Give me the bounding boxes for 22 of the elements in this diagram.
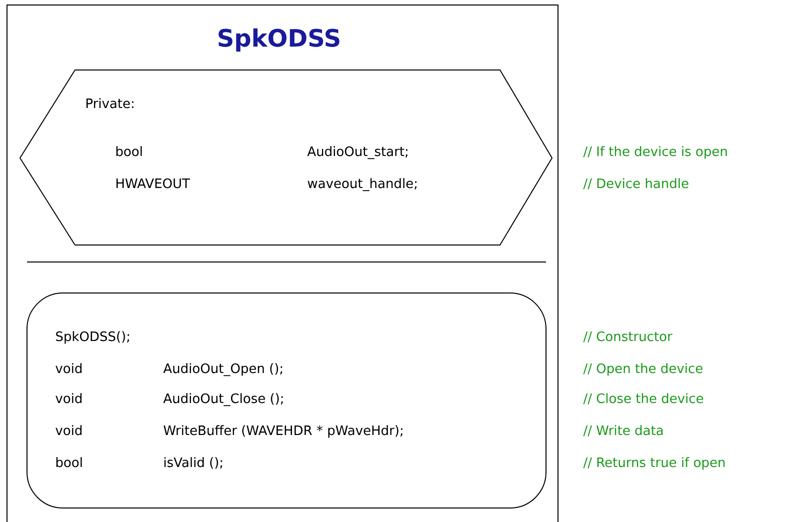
code-text: waveout_handle;: [308, 178, 416, 192]
code-text: AudioOut_start;: [307, 146, 408, 160]
code-text: HWAVEOUT: [116, 178, 190, 188]
code-comment: // Constructor: [583, 331, 672, 342]
code-comment: // Device handle: [583, 178, 688, 190]
code-text: void: [56, 393, 82, 404]
code-text: void: [56, 363, 82, 374]
code-text: Private:: [86, 98, 134, 108]
methods-box: [26, 292, 546, 508]
code-text: SpkODSS();: [56, 331, 129, 344]
code-comment: // Close the device: [583, 393, 704, 404]
code-comment: // Write data: [583, 425, 663, 436]
code-text: bool: [116, 146, 142, 156]
code-text: void: [56, 425, 82, 436]
code-comment: // If the device is open: [583, 146, 727, 159]
code-text: WriteBuffer (WAVEHDR * pWaveHdr);: [164, 425, 402, 438]
code-text: AudioOut_Open ();: [163, 363, 282, 376]
code-comment: // Returns true if open: [583, 457, 725, 470]
code-comment: // Open the device: [583, 363, 702, 376]
code-text: bool: [56, 457, 82, 468]
code-text: isValid ();: [164, 457, 222, 469]
code-text: AudioOut_Close ();: [163, 393, 283, 406]
